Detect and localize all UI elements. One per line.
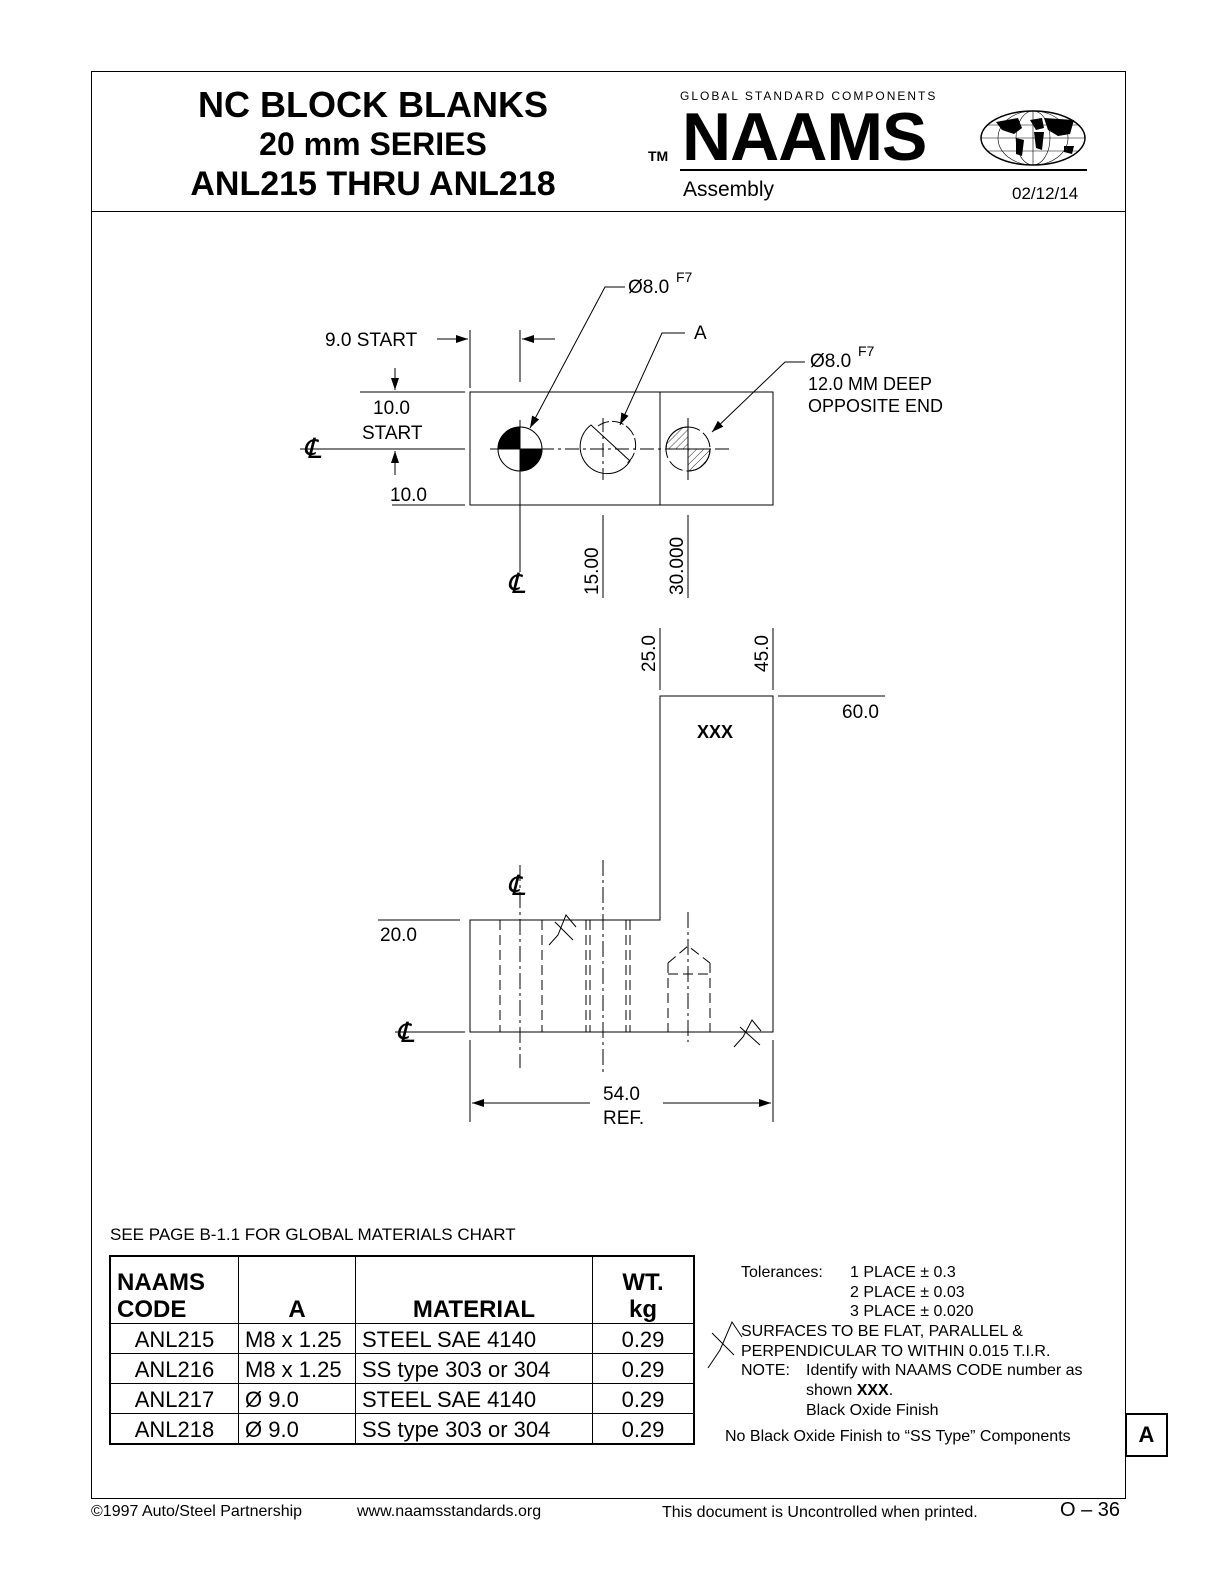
date: 02/12/14	[1012, 184, 1079, 203]
cell-code: ANL216	[109, 1353, 239, 1384]
drawing-frame	[91, 71, 1126, 1499]
header-material: MATERIAL	[355, 1255, 593, 1324]
cell-material: SS type 303 or 304	[355, 1353, 593, 1384]
tolerances-label: Tolerances:	[741, 1264, 823, 1281]
cell-code: ANL218	[109, 1413, 239, 1445]
title-line-2: 20 mm SERIES	[259, 126, 487, 162]
top-view	[300, 286, 805, 598]
cell-material: SS type 303 or 304	[355, 1413, 593, 1445]
surfaces-note-1: SURFACES TO BE FLAT, PARALLEL &	[741, 1323, 1023, 1340]
marking-xxx: XXX	[697, 722, 733, 742]
dim-y-start-label: START	[362, 423, 423, 444]
note-4: No Black Oxide Finish to “SS Type” Compo…	[725, 1428, 1071, 1445]
footer-website[interactable]: www.naamsstandards.org	[357, 1503, 542, 1520]
header-weight: WT.kg	[592, 1255, 695, 1324]
datum-hole-symbol	[497, 426, 543, 472]
note-2-suffix: .	[888, 1382, 894, 1399]
naams-logo: NAAMS	[682, 99, 927, 175]
section-label: Assembly	[683, 178, 775, 201]
header-code-line2: CODE	[117, 1296, 187, 1323]
front-view	[378, 628, 885, 1122]
logo-tagline: GLOBAL STANDARD COMPONENTS	[680, 89, 938, 103]
dim-30: 30.000	[667, 537, 688, 595]
tolerance-1: 1 PLACE ± 0.3	[850, 1264, 956, 1281]
header-wt-line2: kg	[628, 1296, 657, 1323]
dim-length: 54.0	[603, 1084, 640, 1105]
note-2-prefix: shown	[806, 1382, 853, 1399]
dim-y-bottom: 10.0	[390, 485, 427, 506]
dim-25: 25.0	[639, 635, 660, 672]
note-label: NOTE:	[741, 1362, 790, 1379]
cell-material: STEEL SAE 4140	[355, 1323, 593, 1354]
table-row: ANL216 M8 x 1.25 SS type 303 or 304 0.29	[109, 1353, 695, 1384]
tapped-hole-symbol	[579, 420, 637, 475]
revision-box: A	[1126, 1413, 1168, 1457]
cell-a: Ø 9.0	[238, 1383, 356, 1414]
centerline-icon: ℄	[507, 870, 526, 901]
tolerance-3: 3 PLACE ± 0.020	[850, 1303, 974, 1320]
header-code-line1: NAAMS	[117, 1269, 205, 1296]
header-wt-line1: WT.	[622, 1269, 664, 1296]
tolerance-2: 2 PLACE ± 0.03	[850, 1284, 965, 1301]
dim-45: 45.0	[752, 635, 773, 672]
cell-weight: 0.29	[592, 1383, 695, 1414]
cell-a: M8 x 1.25	[238, 1323, 356, 1354]
surfaces-note-2: PERPENDICULAR TO WITHIN 0.015 T.I.R.	[741, 1343, 1051, 1360]
footer-disclaimer: This document is Uncontrolled when print…	[662, 1504, 978, 1521]
cell-weight: 0.29	[592, 1323, 695, 1354]
blind-hole-symbol	[665, 426, 711, 472]
page-number: O – 36	[1060, 1499, 1121, 1521]
note-1: Identify with NAAMS CODE number as	[806, 1362, 1083, 1379]
note-2: shown XXX.	[806, 1381, 893, 1401]
hole3-opposite-note: OPPOSITE END	[808, 396, 943, 416]
hole3-callout: Ø8.0	[810, 351, 851, 372]
materials-note: SEE PAGE B-1.1 FOR GLOBAL MATERIALS CHAR…	[110, 1225, 516, 1244]
flatness-symbol	[733, 1019, 762, 1048]
title-line-1: NC BLOCK BLANKS	[198, 84, 548, 125]
cell-code: ANL215	[109, 1323, 239, 1354]
centerline-icon: ℄	[396, 1017, 415, 1048]
cell-weight: 0.29	[592, 1353, 695, 1384]
cell-a: Ø 9.0	[238, 1413, 356, 1445]
dim-x-start: 9.0 START	[325, 330, 418, 351]
footer-copyright: ©1997 Auto/Steel Partnership	[91, 1503, 303, 1520]
note-3: Black Oxide Finish	[806, 1402, 939, 1419]
dim-60: 60.0	[842, 702, 879, 723]
flatness-symbol	[707, 1320, 743, 1369]
cell-material: STEEL SAE 4140	[355, 1383, 593, 1414]
hole1-callout: Ø8.0	[628, 277, 669, 298]
dim-20: 20.0	[380, 925, 417, 946]
hole2-callout: A	[694, 323, 707, 344]
logo-underline	[680, 169, 1087, 171]
dim-y-start-value: 10.0	[373, 398, 410, 419]
cell-a: M8 x 1.25	[238, 1353, 356, 1384]
table-row: ANL215 M8 x 1.25 STEEL SAE 4140 0.29	[109, 1323, 695, 1354]
flatness-symbol	[548, 914, 577, 946]
hole3-depth-note: 12.0 MM DEEP	[808, 374, 932, 394]
header-divider	[91, 211, 1126, 212]
centerline-icon: ℄	[303, 433, 322, 464]
centerline-icon: ℄	[507, 568, 526, 599]
dim-15: 15.00	[582, 547, 603, 595]
trademark: TM	[648, 148, 669, 164]
header-a: A	[238, 1255, 356, 1324]
hole1-tolerance: F7	[676, 269, 693, 285]
globe-icon	[980, 110, 1086, 166]
dim-length-ref: REF.	[603, 1108, 644, 1129]
hole3-tolerance: F7	[858, 343, 875, 359]
table-row: ANL218 Ø 9.0 SS type 303 or 304 0.29	[109, 1413, 695, 1445]
cell-weight: 0.29	[592, 1413, 695, 1445]
note-2-bold: XXX	[856, 1382, 889, 1399]
title-line-3: ANL215 THRU ANL218	[190, 165, 556, 203]
cell-code: ANL217	[109, 1383, 239, 1414]
table-row: ANL217 Ø 9.0 STEEL SAE 4140 0.29	[109, 1383, 695, 1414]
